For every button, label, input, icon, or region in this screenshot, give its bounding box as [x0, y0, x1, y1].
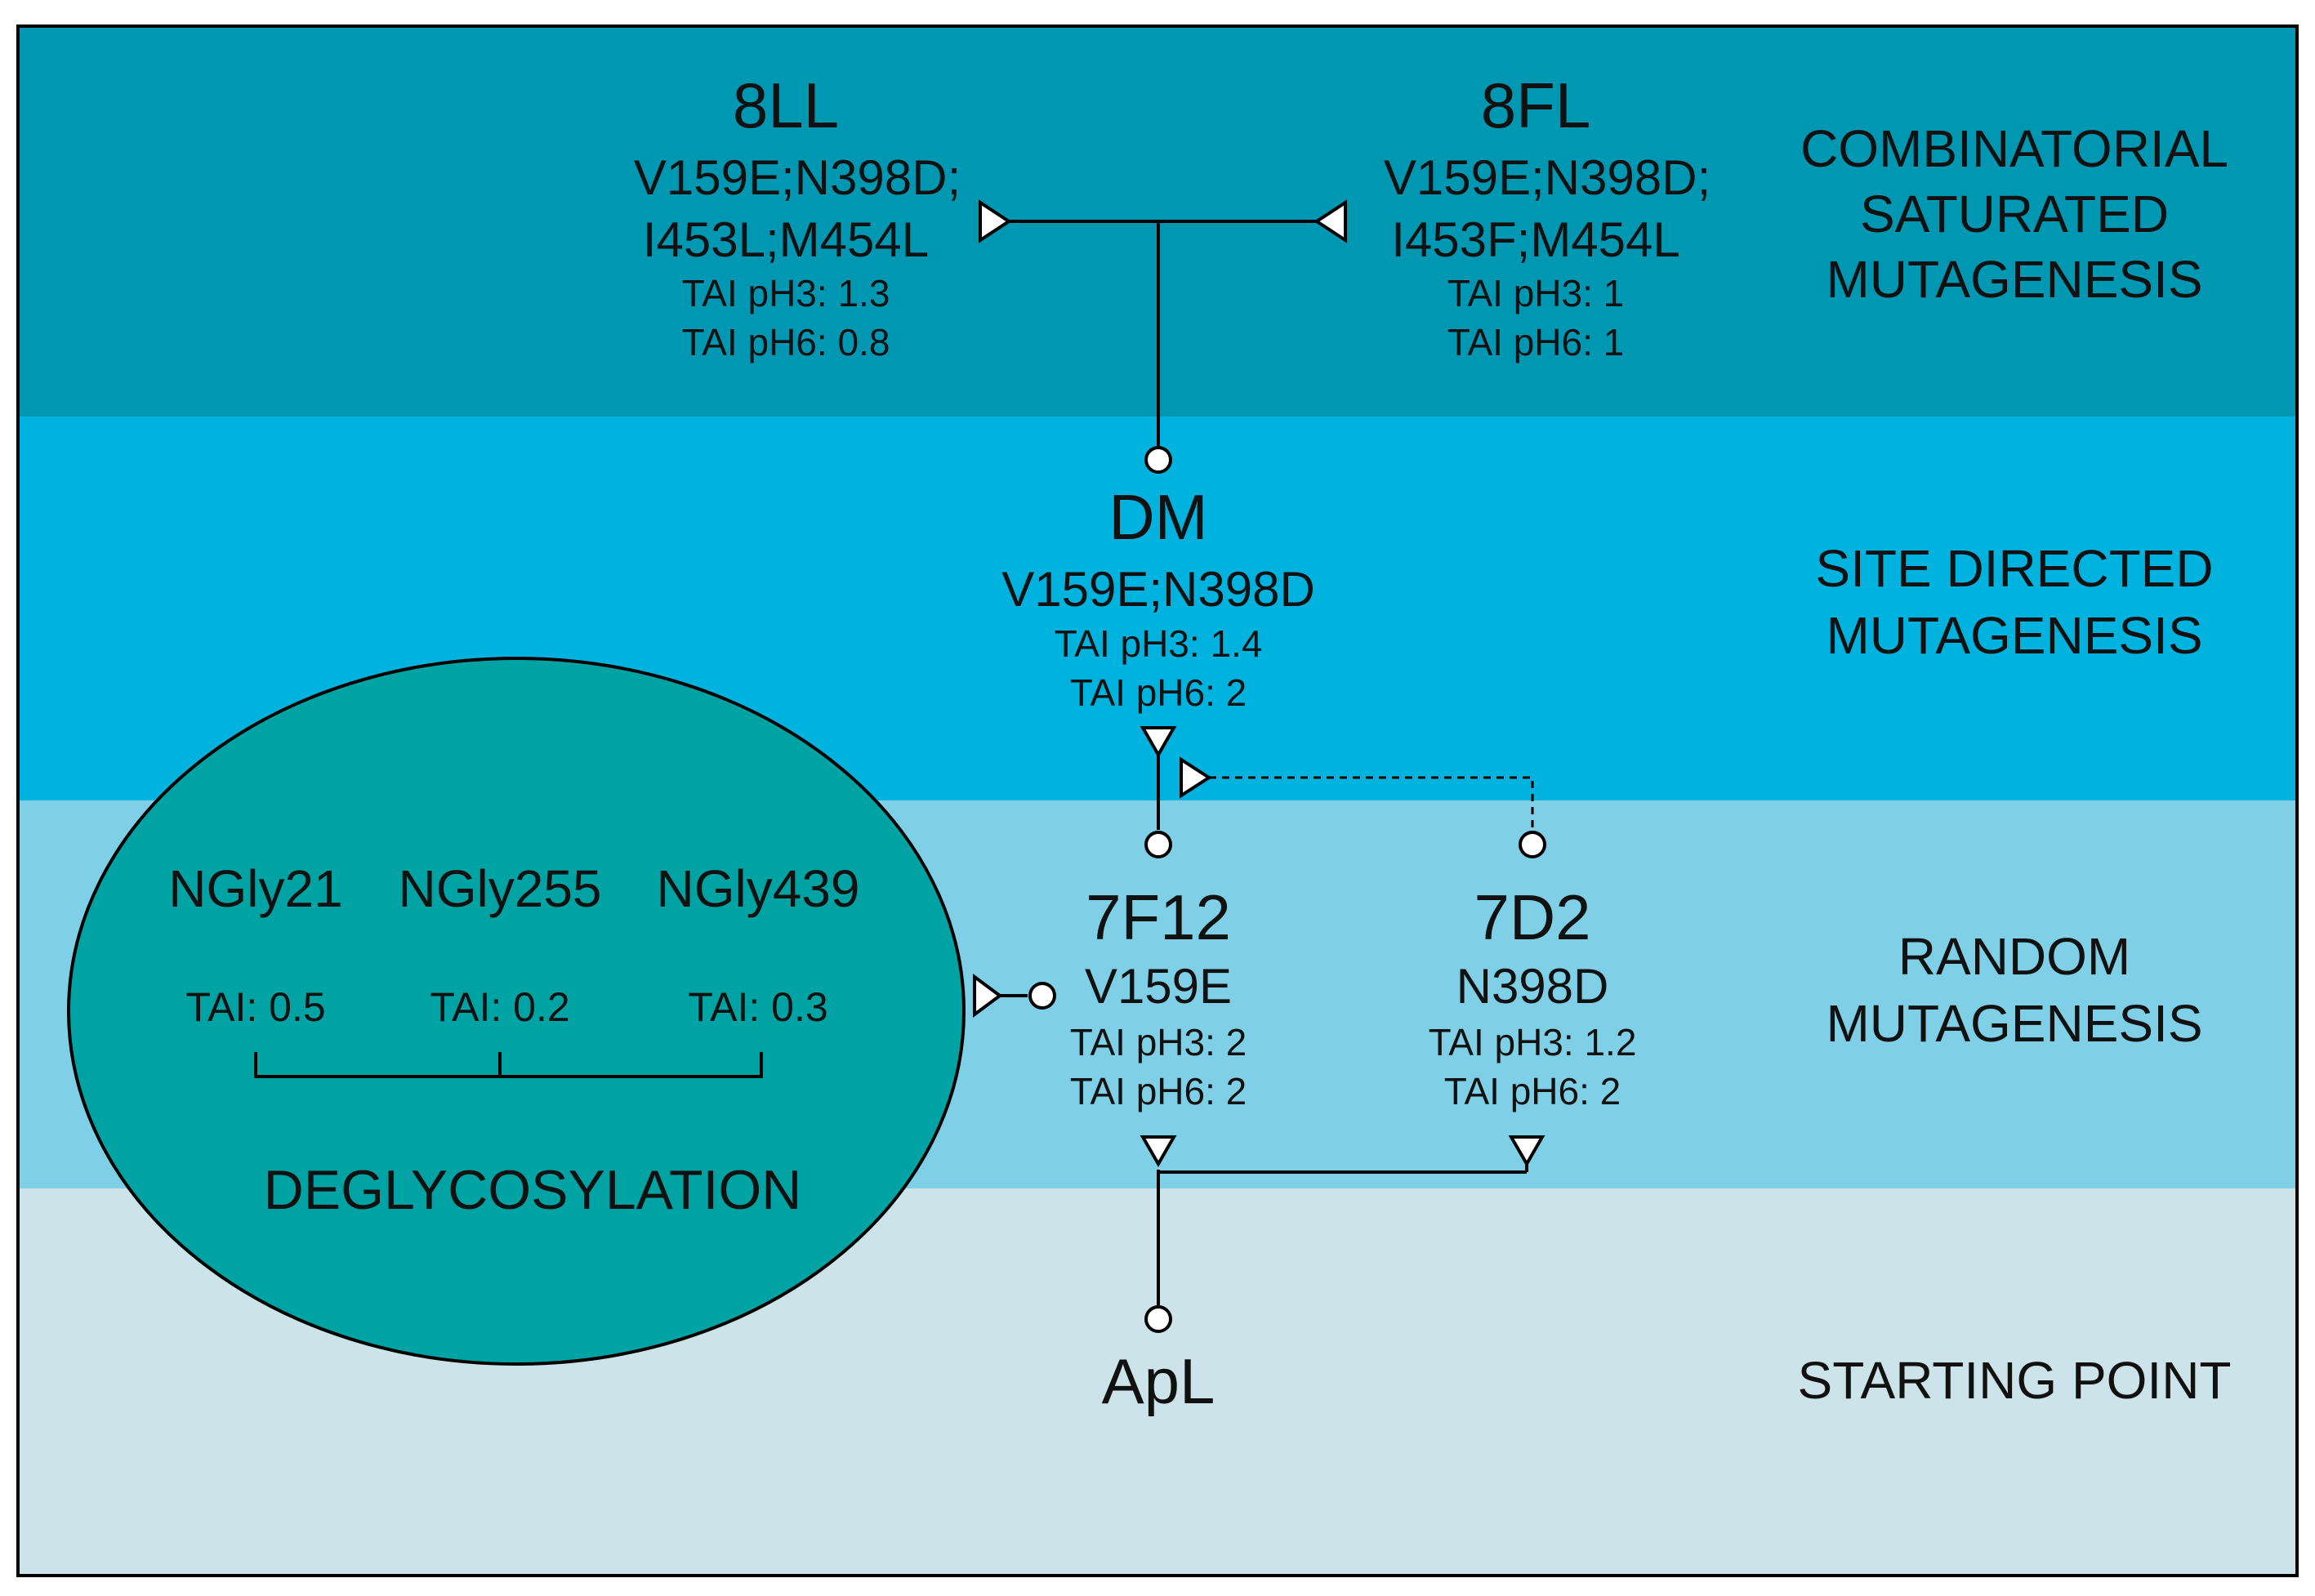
deglycosylation-group: NGly21 NGly255 NGly439 TAI: 0.5 TAI: 0.2…: [67, 657, 966, 1366]
deglycosylation-ellipse: [67, 657, 966, 1366]
node-7F12-tai-ph3: TAI pH3: 2: [1070, 1021, 1247, 1063]
band-label-combinatorial-2: SATURATED: [1860, 185, 2169, 243]
origin-DM: [1144, 446, 1172, 474]
deglycosylation-title: DEGLYCOSYLATION: [264, 1159, 802, 1221]
node-7F12-name: 7F12: [1086, 881, 1231, 953]
node-8FL: 8FL V159E;N398D; I453F;M454L TAI pH3: 1 …: [1384, 69, 1711, 363]
arrow-to-DM: [1140, 726, 1177, 759]
node-7F12-mutation: V159E: [1085, 959, 1232, 1014]
node-ApL-name: ApL: [1102, 1345, 1215, 1417]
band-label-combinatorial-1: COMBINATORIAL: [1800, 119, 2228, 178]
band-label-combinatorial-3: MUTAGENESIS: [1826, 250, 2202, 309]
arrow-to-7F12: [1140, 1135, 1177, 1168]
origin-7F12: [1144, 831, 1172, 858]
circle-markers: [1028, 446, 1546, 1333]
origin-7D2: [1519, 831, 1546, 858]
arrow-to-ellipse: [973, 974, 1003, 1018]
node-8LL-tai-ph6: TAI pH6: 0.8: [682, 321, 890, 363]
arrow-to-8LL: [979, 199, 1012, 243]
arrow-dashed-to-DM: [1180, 756, 1212, 799]
node-ApL: ApL: [1102, 1345, 1215, 1417]
gly-site-2-tai: TAI: 0.2: [430, 984, 569, 1030]
node-8FL-mutation-1: V159E;N398D;: [1384, 150, 1711, 205]
node-7F12-tai-ph6: TAI pH6: 2: [1070, 1070, 1247, 1112]
gly-site-1-name: NGly21: [168, 859, 342, 918]
gly-bracket: [254, 1052, 763, 1078]
node-8FL-mutation-2: I453F;M454L: [1391, 212, 1680, 267]
node-8LL-mutation-2: I453L;M454L: [643, 212, 929, 267]
node-7D2-name: 7D2: [1474, 881, 1590, 953]
node-8LL-tai-ph3: TAI pH3: 1.3: [682, 272, 890, 314]
gly-site-3-tai: TAI: 0.3: [688, 984, 827, 1030]
band-label-random-2: MUTAGENESIS: [1826, 994, 2202, 1053]
gly-site-1-tai: TAI: 0.5: [185, 984, 325, 1030]
diagram-border: [16, 25, 2299, 1577]
band-label-random-1: RANDOM: [1898, 927, 2130, 986]
node-DM-name: DM: [1108, 481, 1207, 553]
node-8FL-tai-ph3: TAI pH3: 1: [1447, 272, 1624, 314]
arrow-to-7D2: [1508, 1135, 1546, 1168]
node-8LL: 8LL V159E;N398D; I453L;M454L TAI pH3: 1.…: [634, 69, 961, 363]
connector-lines: [994, 220, 1528, 1305]
node-8FL-name: 8FL: [1481, 69, 1590, 141]
node-7D2: 7D2 N398D TAI pH3: 1.2 TAI pH6: 2: [1429, 881, 1637, 1112]
node-7F12: 7F12 V159E TAI pH3: 2 TAI pH6: 2: [1070, 881, 1247, 1112]
node-8FL-tai-ph6: TAI pH6: 1: [1447, 321, 1624, 363]
node-7D2-mutation: N398D: [1456, 959, 1609, 1014]
node-8LL-mutation-1: V159E;N398D;: [634, 150, 961, 205]
node-DM-mutation: V159E;N398D: [1001, 562, 1315, 617]
node-8LL-name: 8LL: [733, 69, 839, 141]
origin-7F12-left: [1028, 982, 1056, 1010]
node-7D2-tai-ph6: TAI pH6: 2: [1444, 1070, 1621, 1112]
origin-ApL: [1144, 1305, 1172, 1333]
gly-site-3-name: NGly439: [657, 859, 860, 918]
node-DM-tai-ph3: TAI pH3: 1.4: [1055, 622, 1263, 665]
band-label-starting: STARTING POINT: [1798, 1351, 2232, 1410]
band-label-site-directed-1: SITE DIRECTED: [1815, 539, 2213, 598]
gly-site-2-name: NGly255: [399, 859, 602, 918]
arrow-to-8FL: [1314, 199, 1347, 243]
dashed-connector: [1209, 776, 1534, 830]
node-7D2-tai-ph3: TAI pH3: 1.2: [1429, 1021, 1637, 1063]
band-label-site-directed-2: MUTAGENESIS: [1826, 606, 2202, 665]
arrow-markers: [973, 199, 1546, 1168]
node-DM: DM V159E;N398D TAI pH3: 1.4 TAI pH6: 2: [1001, 481, 1315, 714]
node-DM-tai-ph6: TAI pH6: 2: [1070, 671, 1247, 714]
